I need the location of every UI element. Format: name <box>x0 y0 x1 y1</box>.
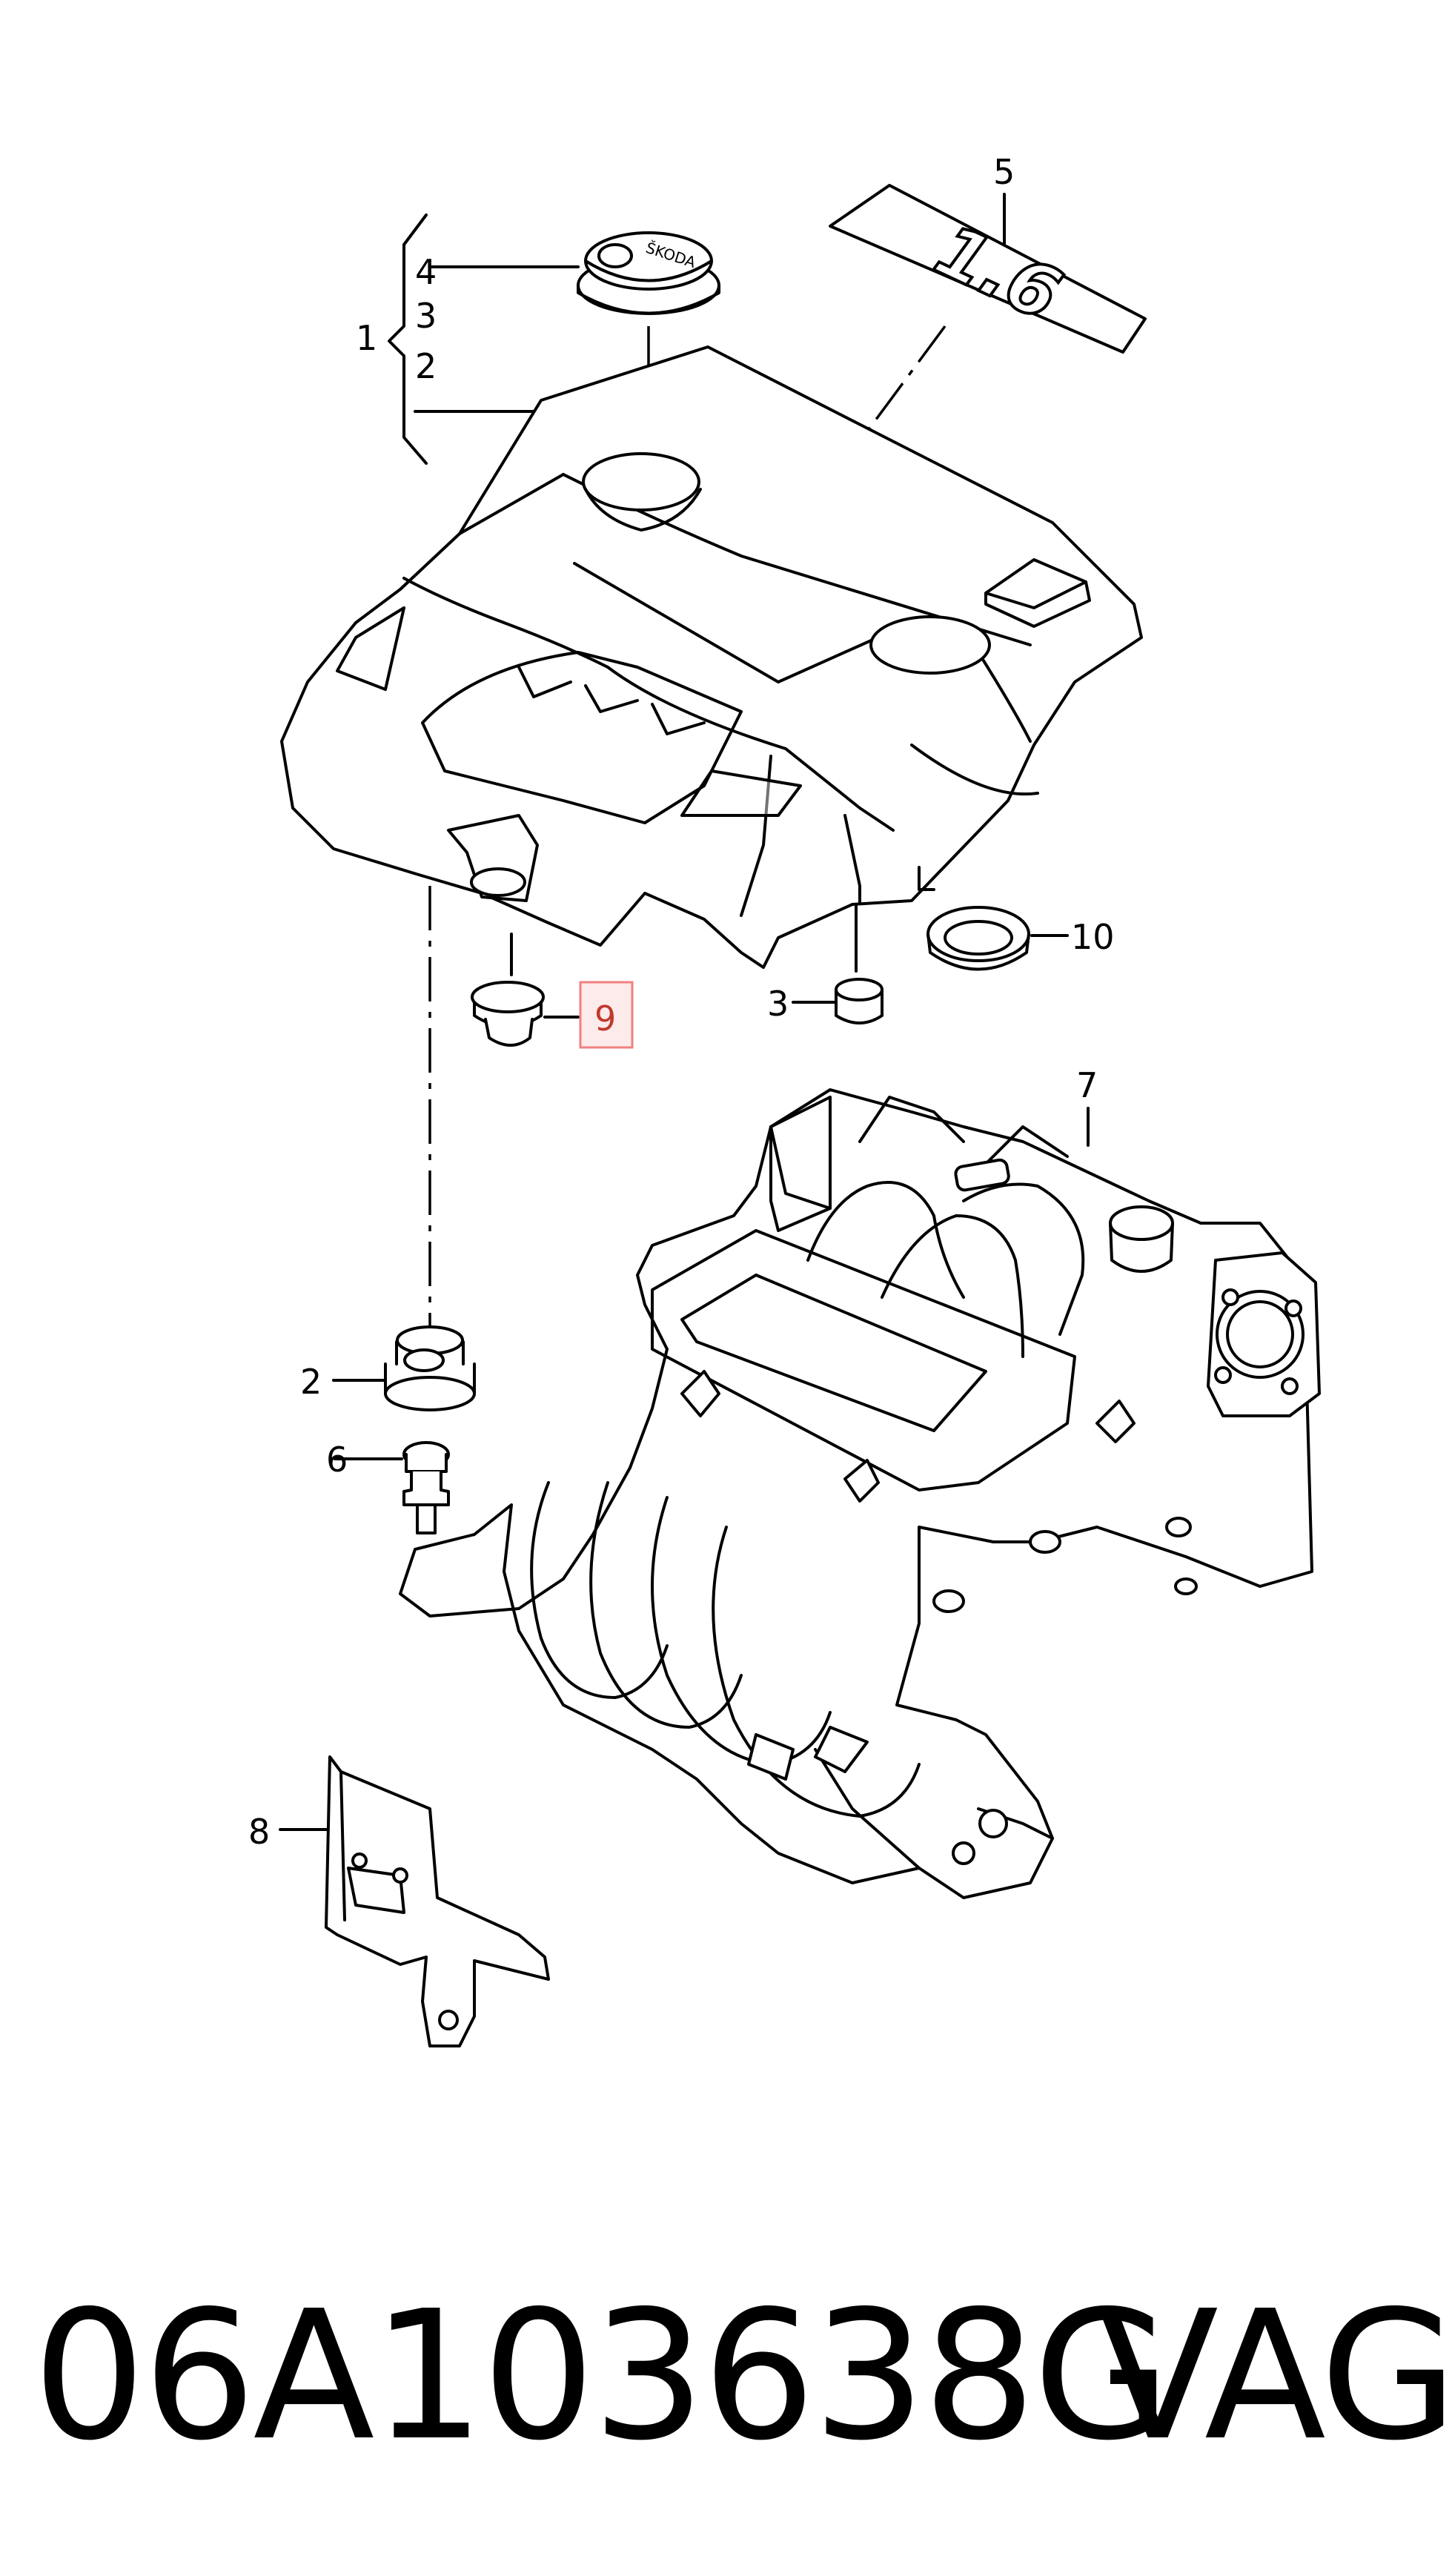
group-bracket <box>388 213 580 465</box>
highlight-box <box>579 981 634 1049</box>
intake-manifold <box>399 1088 1321 1899</box>
mount-bolt <box>334 1441 450 1534</box>
callout-1: 1 <box>356 318 377 358</box>
ring-grommet <box>918 866 1069 971</box>
engine-cover <box>280 345 1143 969</box>
callout-4: 4 <box>415 252 437 292</box>
callout-5: 5 <box>993 152 1015 192</box>
badge-plate: 1.6 <box>829 184 1147 354</box>
callout-9: 9 <box>594 999 616 1039</box>
callout-3-lower: 3 <box>767 984 789 1024</box>
callout-2-upper: 2 <box>415 346 437 386</box>
brand-label: VAG <box>1097 2272 1452 2480</box>
part-number: 06A103638G <box>33 2272 1171 2480</box>
callout-8: 8 <box>248 1812 270 1852</box>
callout-7: 7 <box>1076 1065 1098 1105</box>
mount-grommet <box>332 1325 476 1411</box>
footer: 06A103638G VAG <box>0 2254 1452 2498</box>
rubber-grommet <box>471 933 634 1049</box>
callout-2-lower: 2 <box>300 1362 322 1402</box>
heat-shield-bracket <box>279 1755 550 2047</box>
emblem-cap: ŠKODA <box>577 231 720 315</box>
callout-3-upper: 3 <box>415 296 437 336</box>
callout-6: 6 <box>326 1440 348 1480</box>
callout-10: 10 <box>1071 917 1115 957</box>
spacer-sleeve <box>792 903 884 1024</box>
